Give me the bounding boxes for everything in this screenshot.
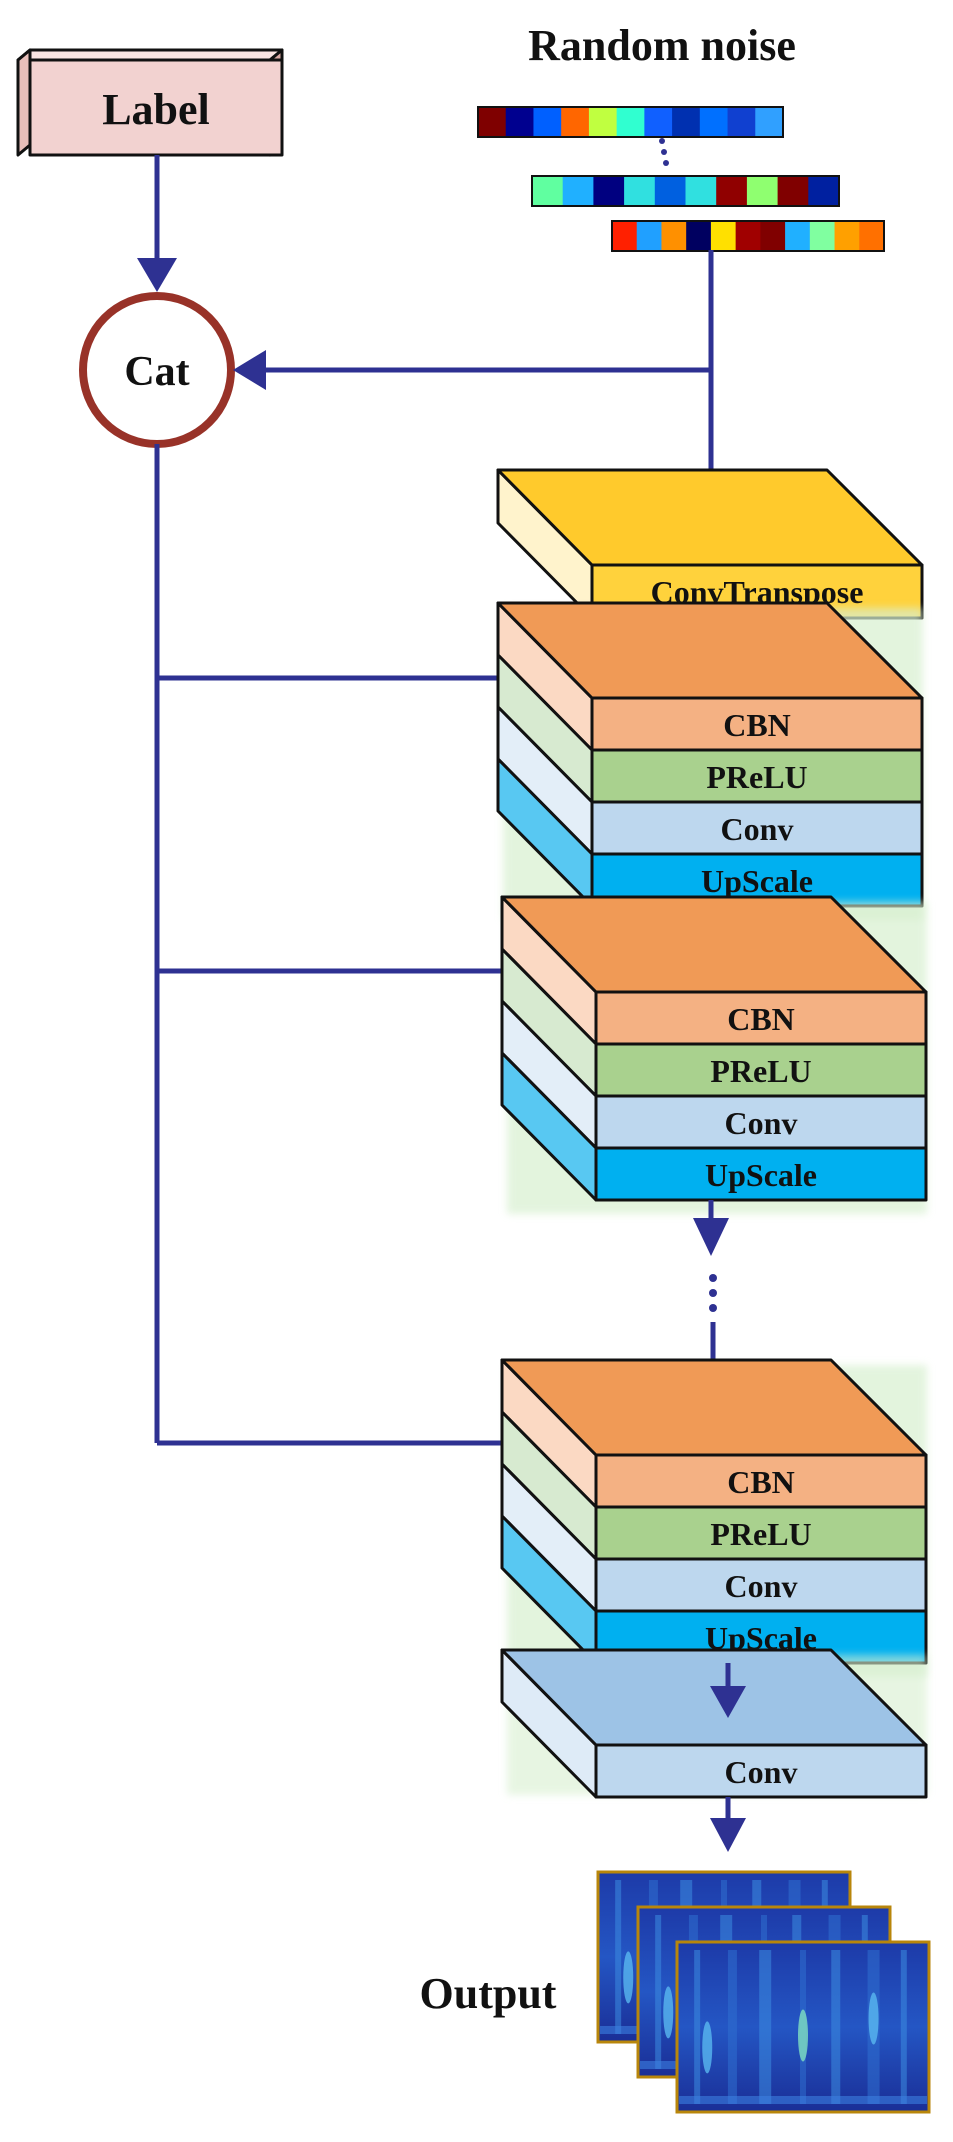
spectrogram-highlight (798, 2009, 808, 2062)
noise-vector-border (531, 175, 840, 207)
noise-cell (760, 221, 786, 251)
noise-cell (588, 107, 618, 137)
noise-cell (809, 221, 836, 251)
spectrogram-streak (727, 1950, 737, 2104)
noise-cell (644, 107, 673, 137)
label-box: Label (16, 48, 284, 157)
output-spectrograms (596, 1870, 931, 2114)
noise-vector-1 (477, 106, 784, 138)
spectrogram-highlight (702, 2021, 713, 2074)
noise-cell (636, 221, 662, 251)
noise-vector-border (477, 106, 784, 138)
noise-cell (661, 221, 687, 251)
output-title: Output (420, 1969, 557, 2018)
block-1-cbn (590, 696, 924, 752)
spectrogram-highlight (868, 1992, 879, 2045)
noise-cell (710, 221, 737, 251)
noise-cell (616, 107, 645, 137)
noise-cell (533, 107, 562, 137)
block-2-prelu (594, 1042, 928, 1098)
block-1-conv-label: Conv (721, 811, 794, 847)
final-conv-layer: Conv (500, 1648, 928, 1799)
noise-vector-3 (611, 220, 885, 252)
block-3-prelu-label: PReLU (710, 1516, 811, 1552)
noise-cell (777, 176, 809, 206)
noise-cell (716, 176, 748, 206)
noise-cell (562, 176, 594, 206)
spectrogram-streak (694, 1950, 701, 2104)
block-2-upscale-label: UpScale (705, 1157, 817, 1193)
noise-cell (785, 221, 811, 251)
block-3-cbn-label: CBN (727, 1464, 795, 1500)
noise-cell (808, 176, 840, 206)
block-2: CBN PReLU Conv UpScale (500, 895, 928, 1214)
noise-cell (612, 221, 638, 251)
noise-cell (505, 107, 534, 137)
block-1: CBN PReLU Conv UpScale (496, 601, 924, 920)
block-1-cbn-label: CBN (723, 707, 791, 743)
arrow-noise-to-cat (233, 350, 266, 390)
noise-cell (727, 107, 756, 137)
spectrogram-band (679, 2096, 927, 2104)
block-2-prelu-label: PReLU (710, 1053, 811, 1089)
convtranspose-layer: ConvTranspose (496, 468, 924, 620)
noise-cell (561, 107, 590, 137)
spectrogram-streak (900, 1950, 907, 2104)
final-conv-label: Conv (725, 1754, 798, 1790)
noise-vector-2 (531, 175, 840, 207)
noise-cell (859, 221, 885, 251)
noise-cell (834, 221, 860, 251)
block-2-cbn (594, 990, 928, 1046)
block-2-upscale (594, 1146, 928, 1202)
noise-cell (685, 176, 717, 206)
blocks-ellipsis (709, 1274, 717, 1312)
arrow-label-to-cat (137, 258, 177, 292)
block-3: CBN PReLU Conv UpScale (500, 1358, 928, 1677)
noise-cell (735, 221, 761, 251)
block-1-upscale-label: UpScale (701, 863, 813, 899)
spectrogram-streak (655, 1915, 662, 2069)
spectrogram-streak (615, 1880, 622, 2034)
noise-ellipsis (659, 138, 669, 166)
noise-vector-border (611, 220, 885, 252)
block-2-cbn-label: CBN (727, 1001, 795, 1037)
arrow-block2-down (693, 1218, 729, 1256)
spectrogram-highlight (623, 1951, 634, 2004)
noise-cell (478, 107, 507, 137)
arrow-final-conv-to-output (710, 1818, 746, 1852)
noise-cell (532, 176, 564, 206)
spectrogram-highlight (663, 1986, 674, 2039)
block-1-prelu (590, 748, 924, 804)
noise-cell (672, 107, 701, 137)
noise-cell (746, 176, 779, 206)
arrow-block3-to-final-conv (710, 1686, 746, 1718)
block-2-conv-label: Conv (725, 1105, 798, 1141)
noise-title: Random noise (528, 21, 796, 70)
noise-cell (755, 107, 784, 137)
output-spectrogram-3 (675, 1940, 931, 2114)
block-3-conv-label: Conv (725, 1568, 798, 1604)
noise-cell (686, 221, 712, 251)
cat-node: Cat (79, 292, 235, 448)
noise-cell (593, 176, 625, 206)
label-box-text: Label (102, 85, 210, 134)
noise-cell (699, 107, 729, 137)
block-3-prelu (594, 1505, 928, 1561)
spectrogram-streak (831, 1950, 841, 2104)
block-1-prelu-label: PReLU (706, 759, 807, 795)
noise-cell (654, 176, 686, 206)
spectrogram-streak (759, 1950, 772, 2104)
noise-cell (624, 176, 656, 206)
cat-node-text: Cat (124, 349, 189, 395)
